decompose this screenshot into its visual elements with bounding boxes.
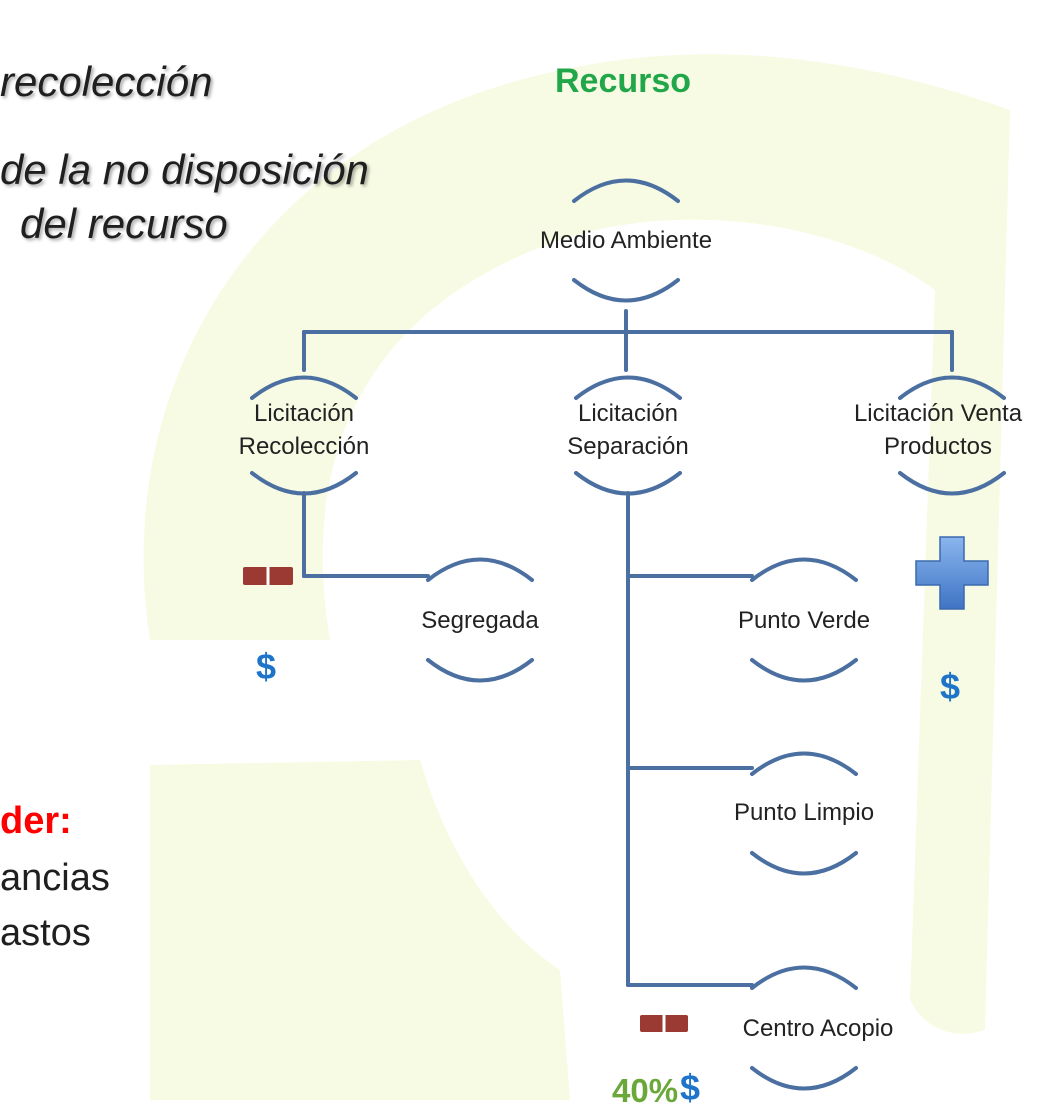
node-punto-limpio: Punto Limpio xyxy=(733,799,875,826)
node-arcs xyxy=(250,178,1006,1091)
legend-line-1: ancias xyxy=(0,857,110,899)
plus-icon xyxy=(915,536,989,610)
connector-lines xyxy=(302,309,954,987)
minus-icon xyxy=(243,567,293,585)
dollar-sign-acopio: $ xyxy=(680,1067,701,1108)
minus-icon xyxy=(640,1015,688,1032)
node-centro-acopio: Centro Acopio xyxy=(742,1015,894,1042)
node-licitacion-recoleccion: Licitación Recolección xyxy=(238,400,370,460)
node-licitacion-venta-productos: Licitación Venta Productos xyxy=(853,400,1023,460)
title-line-3: del recurso xyxy=(20,200,228,247)
title-line-1: recolección xyxy=(0,58,213,105)
recurso-label: Recurso xyxy=(555,62,692,100)
title-line-2: de la no disposición xyxy=(0,146,369,193)
node-licitacion-separacion: Licitación Separación xyxy=(567,400,689,460)
legend-line-2: astos xyxy=(0,912,91,954)
node-segregada: Segregada xyxy=(421,607,539,634)
dollar-sign-recoleccion: $ xyxy=(256,646,277,687)
node-medio-ambiente: Medio Ambiente xyxy=(539,227,713,254)
percent-label: 40% xyxy=(612,1072,679,1109)
dollar-sign-venta: $ xyxy=(940,666,961,707)
node-punto-verde: Punto Verde xyxy=(737,607,871,634)
legend-heading: der: xyxy=(0,800,72,842)
